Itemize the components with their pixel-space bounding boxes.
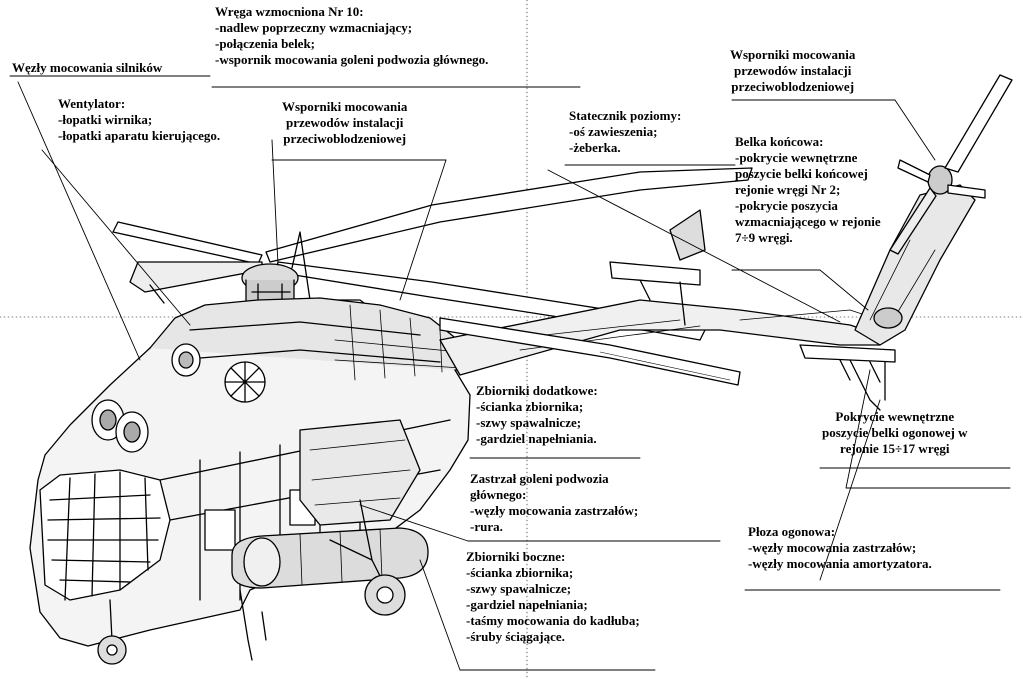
label-zbiorniki-dodatkowe-item: -gardziel napełniania. bbox=[476, 431, 597, 446]
label-wrega-item: -wspornik mocowania goleni podwozia głów… bbox=[215, 52, 489, 67]
label-wsporniki-right-line: przeciwoblodzeniowej bbox=[731, 79, 855, 94]
label-zbiorniki-boczne-item: -gardziel napełniania; bbox=[466, 597, 588, 612]
label-belka-title: Belka końcowa: bbox=[735, 134, 824, 149]
label-wsporniki-left-line: przewodów instalacji bbox=[285, 115, 404, 130]
label-belka-item: wzmacniającego w rejonie bbox=[735, 214, 881, 229]
label-zastrzal-title: Zastrzał goleni podwozia bbox=[470, 471, 609, 486]
label-wsporniki-right-line: Wsporniki mocowania bbox=[730, 47, 856, 62]
label-ploza-item: -węzły mocowania amortyzatora. bbox=[748, 556, 932, 571]
label-wrega: Wręga wzmocniona Nr 10: -nadlew poprzecz… bbox=[215, 4, 488, 68]
label-wentylator-title: Wentylator: bbox=[58, 96, 126, 111]
label-wsporniki-left-line: przeciwoblodzeniowej bbox=[283, 131, 407, 146]
label-belka-item: -pokrycie poszycia bbox=[735, 198, 838, 213]
label-wentylator-item: -łopatki aparatu kierującego. bbox=[58, 128, 221, 143]
label-zbiorniki-boczne-title: Zbiorniki boczne: bbox=[466, 549, 566, 564]
label-pokrycie: Pokrycie wewnętrzne poszycie belki ogono… bbox=[822, 409, 968, 457]
label-ploza-title: Płoza ogonowa: bbox=[748, 524, 836, 539]
label-wsporniki-right: Wsporniki mocowania przewodów instalacji… bbox=[730, 47, 855, 95]
label-zbiorniki-dodatkowe: Zbiorniki dodatkowe: -ścianka zbiornika;… bbox=[476, 383, 598, 447]
label-wsporniki-left: Wsporniki mocowania przewodów instalacji… bbox=[282, 99, 407, 147]
label-zbiorniki-boczne: Zbiorniki boczne: -ścianka zbiornika; -s… bbox=[466, 549, 640, 645]
label-wrega-item: -połączenia belek; bbox=[215, 36, 316, 51]
label-belka-item: -pokrycie wewnętrzne bbox=[735, 150, 858, 165]
fuselage bbox=[29, 297, 471, 647]
label-zbiorniki-boczne-item: -szwy spawalnicze; bbox=[466, 581, 572, 596]
label-wentylator-item: -łopatki wirnika; bbox=[58, 112, 153, 127]
label-zbiorniki-dodatkowe-item: -szwy spawalnicze; bbox=[476, 415, 582, 430]
label-zbiorniki-boczne-item: -ścianka zbiornika; bbox=[466, 565, 574, 580]
label-pokrycie-line: Pokrycie wewnętrzne bbox=[835, 409, 955, 424]
label-wrega-title: Wręga wzmocniona Nr 10: bbox=[215, 4, 364, 19]
label-ploza: Płoza ogonowa: -węzły mocowania zastrzał… bbox=[748, 524, 932, 572]
label-statecznik-item: -żeberka. bbox=[569, 140, 621, 155]
label-wezly-silnikow-title: Węzły mocowania silników bbox=[12, 60, 163, 75]
rear-blade bbox=[439, 317, 741, 386]
label-belka-item: 7÷9 wręgi. bbox=[735, 230, 793, 245]
leader-lines bbox=[9, 75, 1011, 671]
label-wsporniki-left-line: Wsporniki mocowania bbox=[282, 99, 408, 114]
label-zbiorniki-dodatkowe-item: -ścianka zbiornika; bbox=[476, 399, 584, 414]
label-belka-item: poszycie belki końcowej bbox=[735, 166, 868, 181]
label-wezly-silnikow: Węzły mocowania silników bbox=[12, 60, 162, 76]
label-wsporniki-right-line: przewodów instalacji bbox=[733, 63, 852, 78]
label-statecznik-title: Statecznik poziomy: bbox=[569, 108, 682, 123]
label-zastrzal: Zastrzał goleni podwozia głównego: -węzł… bbox=[470, 471, 638, 535]
landing-gear bbox=[97, 499, 406, 665]
label-zastrzal-item: głównego: bbox=[470, 487, 527, 502]
label-zbiorniki-dodatkowe-title: Zbiorniki dodatkowe: bbox=[476, 383, 598, 398]
label-pokrycie-line: rejonie 15÷17 wręgi bbox=[840, 441, 950, 456]
label-statecznik-item: -oś zawieszenia; bbox=[569, 124, 658, 139]
label-statecznik: Statecznik poziomy: -oś zawieszenia; -że… bbox=[569, 108, 681, 156]
label-zastrzal-item: -węzły mocowania zastrzałów; bbox=[470, 503, 639, 518]
label-zbiorniki-boczne-item: -śruby ściągające. bbox=[466, 629, 565, 644]
label-belka: Belka końcowa: -pokrycie wewnętrzne posz… bbox=[735, 134, 881, 246]
side-tank bbox=[231, 527, 429, 589]
tail-skid bbox=[849, 359, 886, 411]
label-ploza-item: -węzły mocowania zastrzałów; bbox=[748, 540, 917, 555]
label-zbiorniki-boczne-item: -taśmy mocowania do kadłuba; bbox=[466, 613, 640, 628]
label-belka-item: rejonie wręgi Nr 2; bbox=[735, 182, 841, 197]
label-wrega-item: -nadlew poprzeczny wzmacniający; bbox=[215, 20, 413, 35]
label-zastrzal-item: -rura. bbox=[470, 519, 503, 534]
tail-pylon bbox=[854, 74, 1013, 346]
label-pokrycie-line: poszycie belki ogonowej w bbox=[822, 425, 968, 440]
label-wentylator: Wentylator: -łopatki wirnika; -łopatki a… bbox=[58, 96, 220, 144]
